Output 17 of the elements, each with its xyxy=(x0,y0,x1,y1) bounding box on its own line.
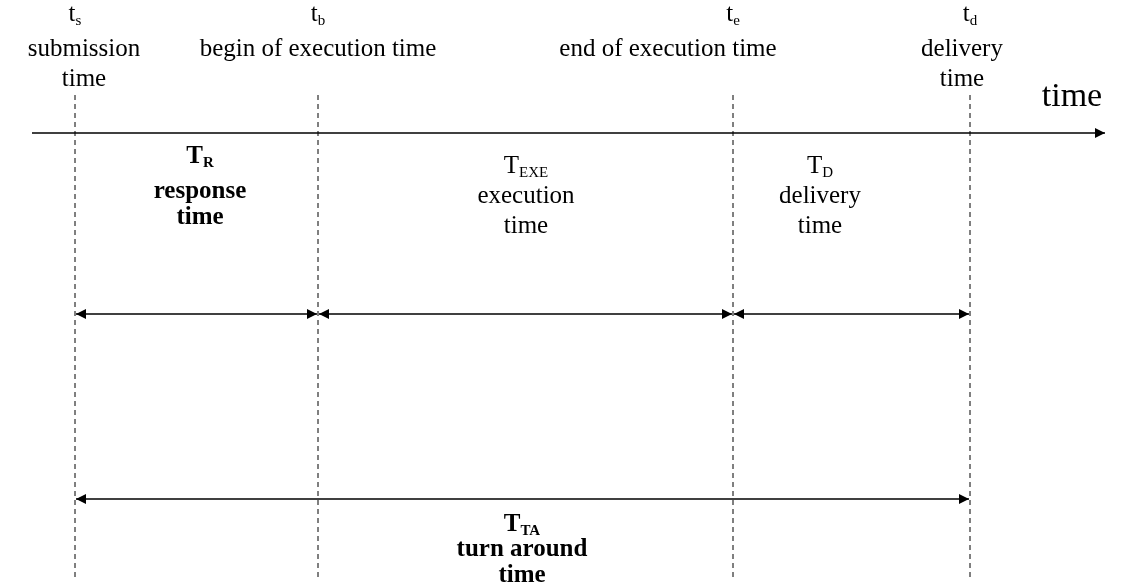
event-label: begin of execution time xyxy=(198,33,438,63)
time-point-label: t$_{b}$ xyxy=(309,0,327,26)
interval-label: response time xyxy=(152,177,248,229)
interval-label: delivery time xyxy=(778,180,862,240)
interval-symbol: T$_{EXE}$ xyxy=(502,150,550,180)
interval-symbol: T$_{TA}$ xyxy=(502,508,542,538)
event-label: delivery time xyxy=(920,33,1004,93)
interval-label: execution time xyxy=(476,180,576,240)
interval-symbol: T$_{R}$ xyxy=(185,140,215,170)
time-point-label: t$_{d}$ xyxy=(961,0,979,26)
event-label: submission time xyxy=(26,33,142,93)
interval-label: turn around time xyxy=(455,535,589,587)
event-label: end of execution time xyxy=(558,33,778,63)
time-point-label: t$_{s}$ xyxy=(67,0,83,26)
axis-label: time xyxy=(1040,75,1104,115)
time-point-label: t$_{e}$ xyxy=(725,0,741,26)
interval-symbol: T$_{D}$ xyxy=(805,150,835,180)
